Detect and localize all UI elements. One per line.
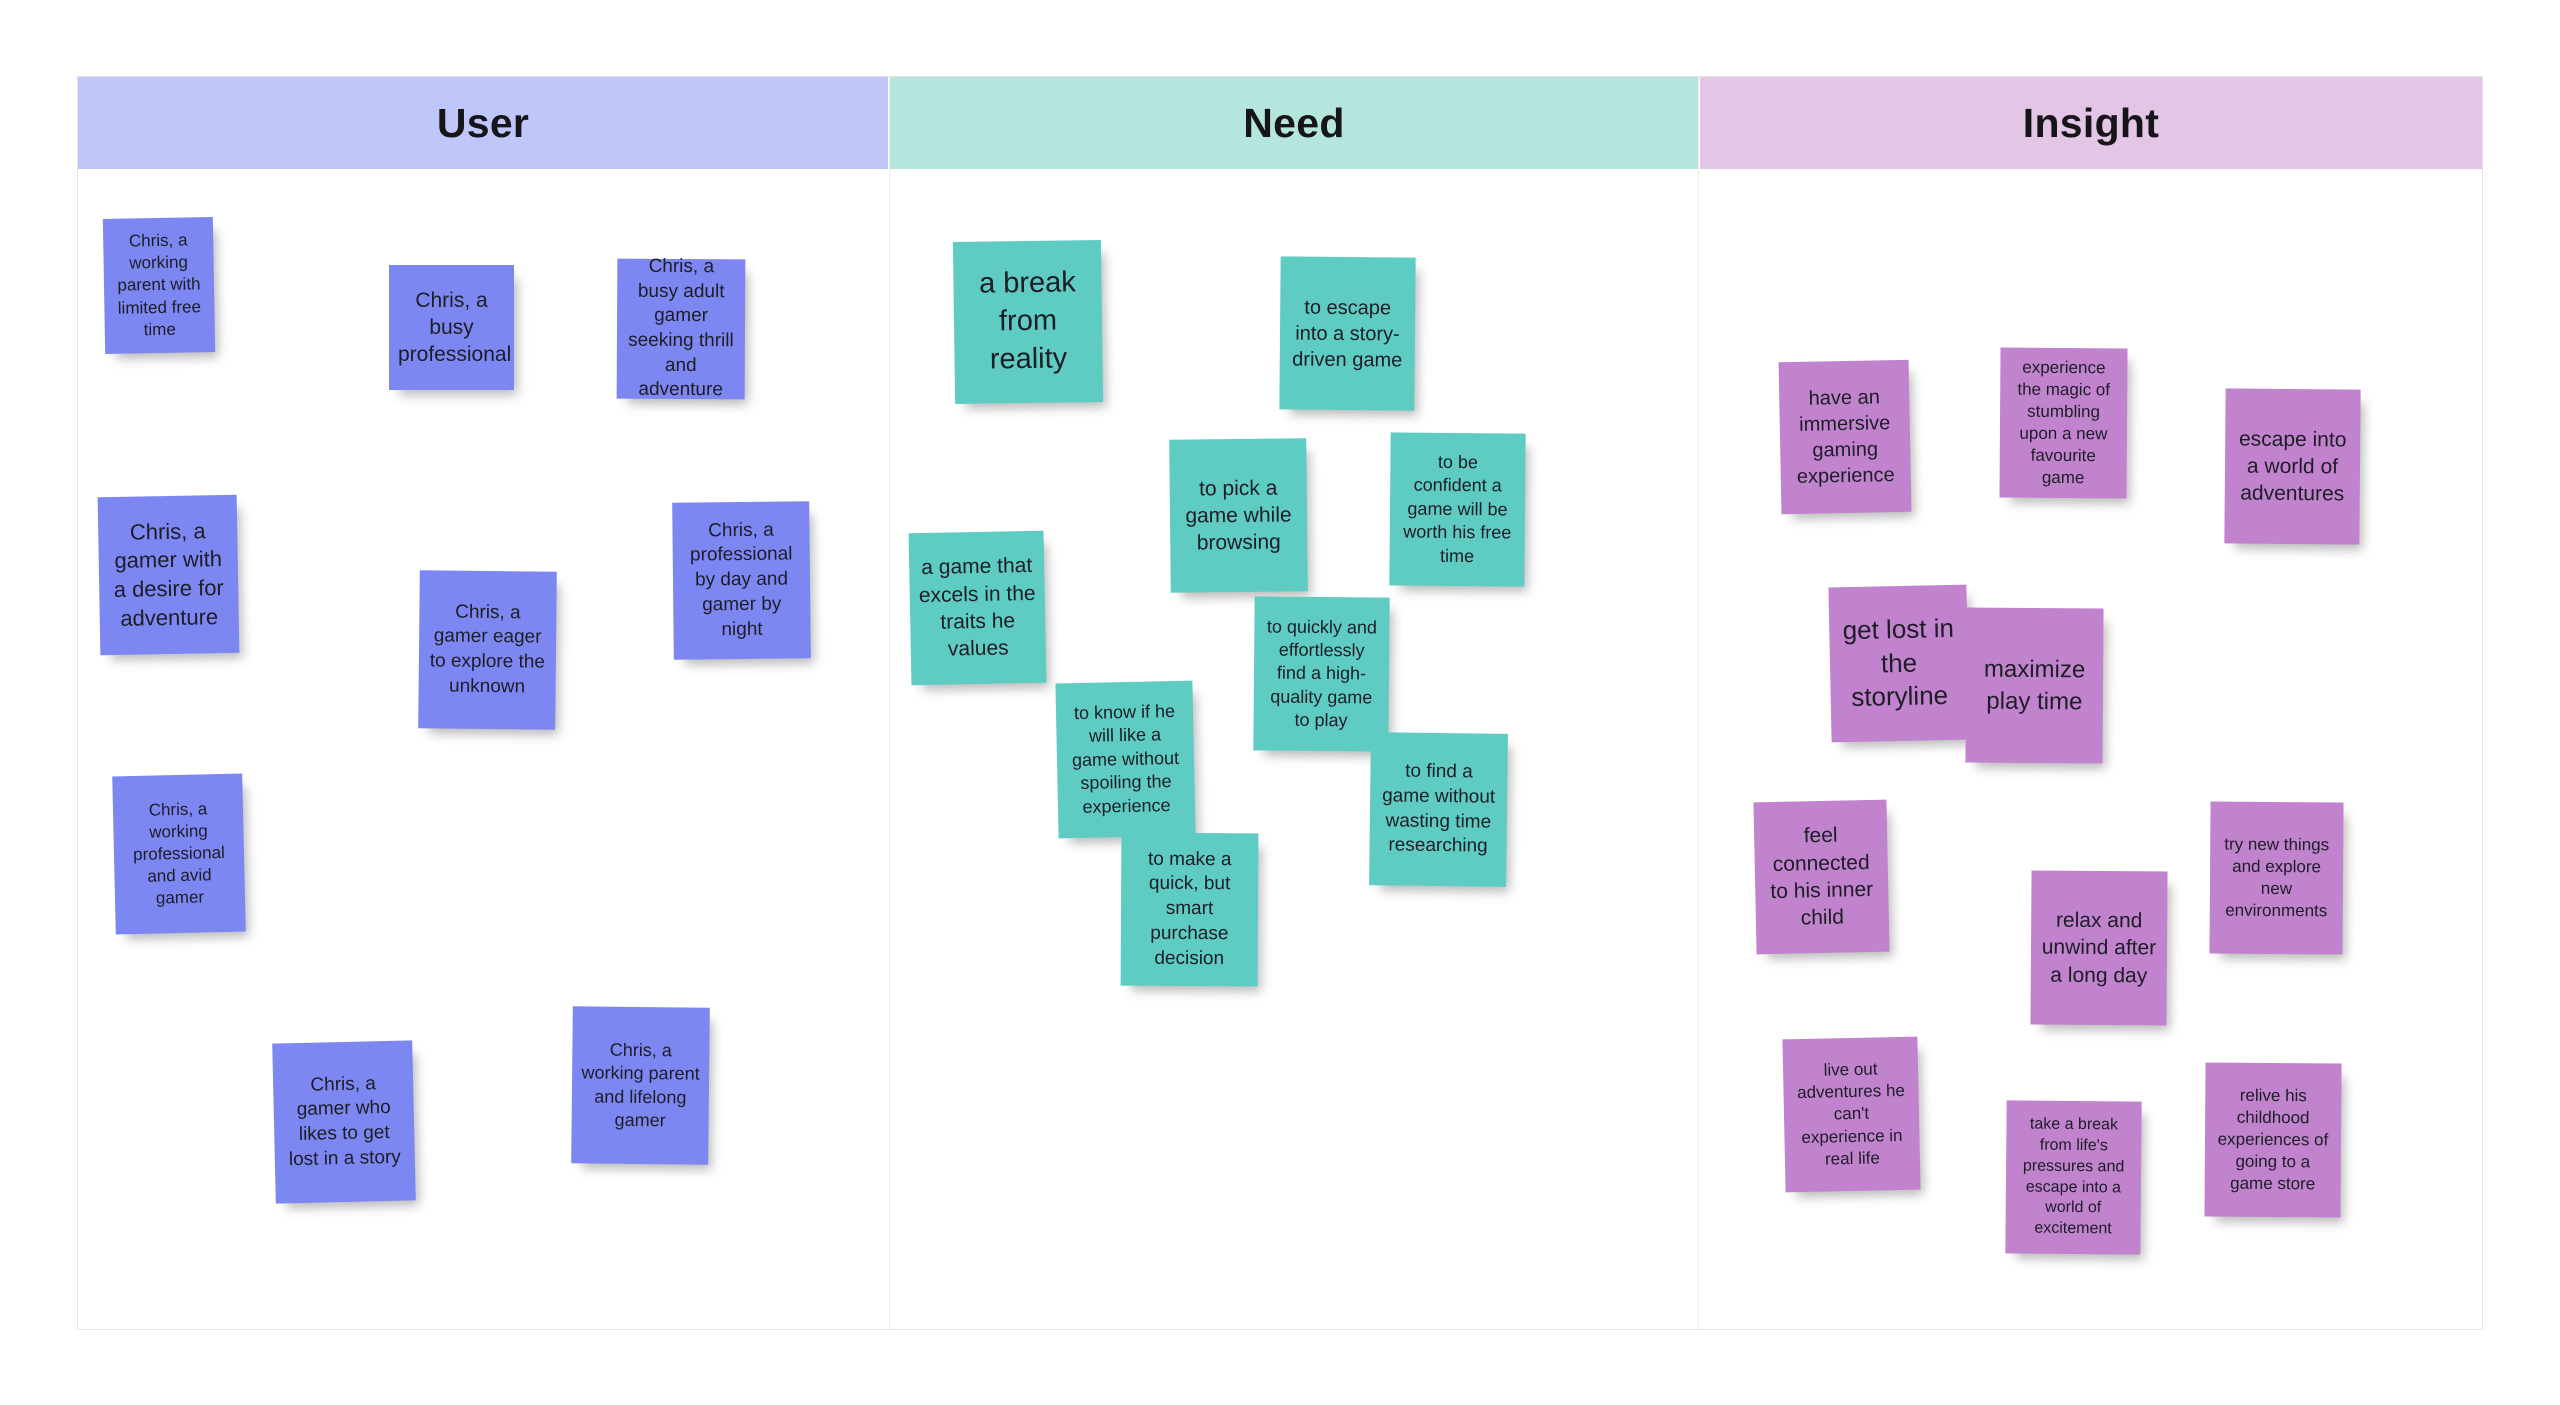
sticky-note-text: to make a quick, but smart purchase deci… bbox=[1147, 848, 1232, 969]
sticky-note[interactable]: relax and unwind after a long day bbox=[2030, 870, 2168, 1026]
column-header-insight: Insight bbox=[1700, 77, 2482, 169]
sticky-note-text: feel connected to his inner child bbox=[1770, 824, 1874, 930]
sticky-note-text: Chris, a busy professional bbox=[398, 288, 512, 367]
sticky-note[interactable]: to know if he will like a game without s… bbox=[1055, 680, 1196, 839]
sticky-note[interactable]: Chris, a gamer who likes to get lost in … bbox=[272, 1040, 416, 1204]
sticky-note-text: have an immersive gaming experience bbox=[1796, 386, 1895, 488]
sticky-note-text: try new things and explore new environme… bbox=[2224, 834, 2330, 921]
column-title-need: Need bbox=[1243, 99, 1345, 146]
sticky-note-text: Chris, a gamer who likes to get lost in … bbox=[288, 1072, 402, 1170]
sticky-note[interactable]: to quickly and effortlessly find a high-… bbox=[1253, 596, 1390, 752]
sticky-note-text: relive his childhood experiences of goin… bbox=[2217, 1085, 2329, 1194]
sticky-note[interactable]: relive his childhood experiences of goin… bbox=[2204, 1062, 2342, 1218]
column-header-need: Need bbox=[890, 77, 1698, 169]
sticky-note[interactable]: live out adventures he can't experience … bbox=[1782, 1036, 1921, 1193]
sticky-note-text: a game that excels in the traits he valu… bbox=[918, 554, 1036, 661]
sticky-note-text: get lost in the storyline bbox=[1842, 612, 1955, 713]
sticky-note[interactable]: maximize play time bbox=[1965, 607, 2104, 764]
sticky-note[interactable]: to be confident a game will be worth his… bbox=[1389, 432, 1526, 587]
sticky-note[interactable]: a break from reality bbox=[952, 239, 1104, 405]
sticky-note-text: take a break from life's pressures and e… bbox=[2022, 1115, 2125, 1238]
sticky-note[interactable]: Chris, a gamer eager to explore the unkn… bbox=[418, 570, 557, 730]
sticky-note-text: experience the magic of stumbling upon a… bbox=[2017, 357, 2111, 488]
sticky-note-text: a break from reality bbox=[978, 266, 1077, 376]
sticky-note-text: to find a game without wasting time rese… bbox=[1382, 760, 1496, 857]
sticky-note-text: Chris, a gamer with a desire for adventu… bbox=[113, 518, 224, 631]
sticky-note-text: maximize play time bbox=[1983, 655, 2086, 715]
sticky-note[interactable]: to find a game without wasting time rese… bbox=[1369, 732, 1508, 887]
sticky-note-text: relax and unwind after a long day bbox=[2041, 908, 2157, 987]
notes-area-need: a break from reality to escape into a sto… bbox=[890, 169, 1698, 1329]
column-need: Need a break from reality to escape into a… bbox=[889, 77, 1699, 1329]
sticky-note-text: Chris, a working parent and lifelong gam… bbox=[581, 1039, 700, 1131]
sticky-note-text: escape into a world of adventures bbox=[2238, 427, 2347, 506]
sticky-note[interactable]: Chris, a professional by day and gamer b… bbox=[672, 501, 811, 660]
sticky-note[interactable]: to pick a game while browsing bbox=[1169, 438, 1308, 593]
column-insight: Insight have an immersive gaming experien… bbox=[1700, 77, 2482, 1329]
sticky-note-text: Chris, a professional by day and gamer b… bbox=[689, 519, 793, 640]
sticky-note[interactable]: to escape into a story-driven game bbox=[1279, 256, 1416, 411]
sticky-note-text: to escape into a story-driven game bbox=[1292, 296, 1403, 371]
column-title-user: User bbox=[436, 99, 530, 146]
column-title-insight: Insight bbox=[2022, 99, 2160, 146]
sticky-note[interactable]: Chris, a working parent and lifelong gam… bbox=[571, 1006, 710, 1165]
sticky-note[interactable]: Chris, a working parent with limited fre… bbox=[102, 217, 216, 354]
sticky-note[interactable]: try new things and explore new environme… bbox=[2209, 801, 2344, 955]
sticky-note[interactable]: Chris, a gamer with a desire for adventu… bbox=[97, 494, 240, 656]
sticky-note[interactable]: Chris, a busy professional bbox=[389, 265, 514, 390]
sticky-note-text: Chris, a gamer eager to explore the unkn… bbox=[429, 601, 546, 698]
notes-area-insight: have an immersive gaming experience exper… bbox=[1700, 169, 2482, 1329]
sticky-note-text: Chris, a busy adult gamer seeking thrill… bbox=[628, 255, 734, 401]
sticky-note[interactable]: have an immersive gaming experience bbox=[1778, 359, 1912, 515]
sticky-note-text: live out adventures he can't experience … bbox=[1796, 1059, 1906, 1169]
sticky-note-text: to pick a game while browsing bbox=[1185, 476, 1292, 555]
column-header-user: User bbox=[78, 77, 888, 169]
sticky-note[interactable]: to make a quick, but smart purchase deci… bbox=[1120, 832, 1259, 987]
sticky-note-text: to know if he will like a game without s… bbox=[1071, 700, 1180, 817]
sticky-note-text: to quickly and effortlessly find a high-… bbox=[1266, 616, 1378, 731]
sticky-note-text: to be confident a game will be worth his… bbox=[1403, 451, 1512, 566]
sticky-note[interactable]: get lost in the storyline bbox=[1828, 584, 1970, 743]
sticky-note[interactable]: feel connected to his inner child bbox=[1753, 799, 1890, 955]
sticky-note[interactable]: take a break from life's pressures and e… bbox=[2005, 1100, 2142, 1255]
sticky-note[interactable]: experience the magic of stumbling upon a… bbox=[1999, 347, 2128, 499]
sticky-note[interactable]: Chris, a busy adult gamer seeking thrill… bbox=[616, 256, 746, 401]
sticky-note-text: Chris, a working professional and avid g… bbox=[132, 799, 226, 908]
sticky-note-text: Chris, a working parent with limited fre… bbox=[117, 230, 202, 339]
sticky-note[interactable]: escape into a world of adventures bbox=[2224, 388, 2361, 545]
notes-area-user: Chris, a working parent with limited fre… bbox=[78, 169, 888, 1329]
sticky-note[interactable]: a game that excels in the traits he valu… bbox=[908, 530, 1047, 686]
sticky-note[interactable]: Chris, a working professional and avid g… bbox=[112, 773, 246, 935]
